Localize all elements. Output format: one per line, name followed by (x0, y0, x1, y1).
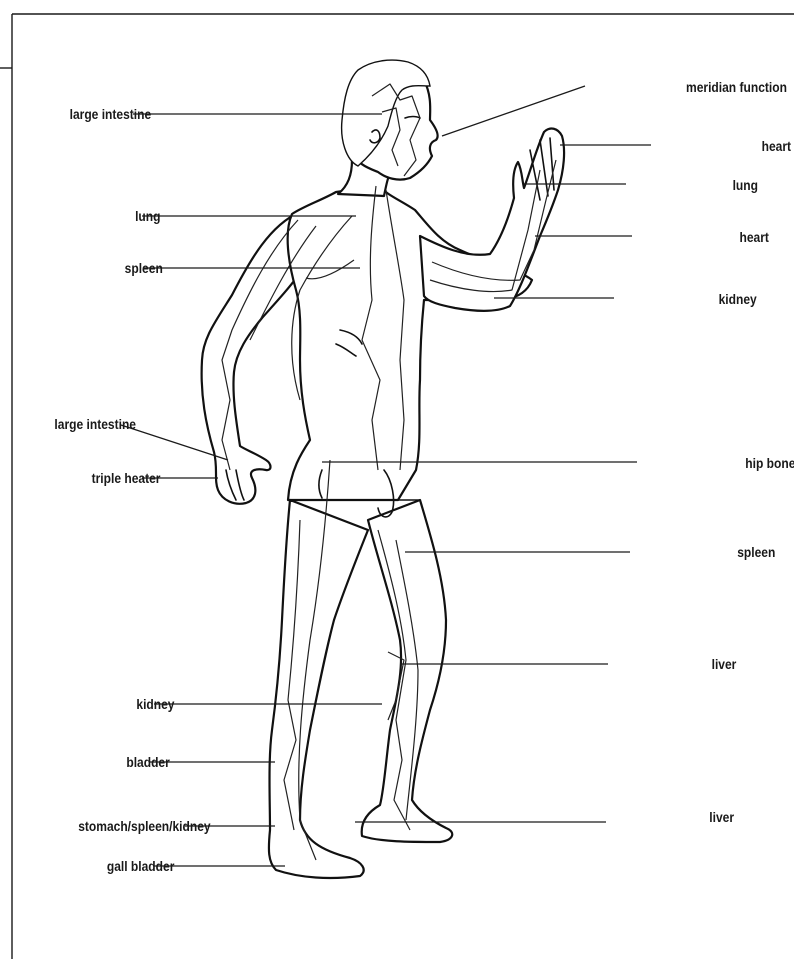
label-kidney-leg: kidney (136, 696, 175, 712)
label-lung-chest: lung (135, 208, 160, 224)
label-gall-bladder: gall bladder (107, 858, 175, 874)
label-heart-protector: heart protector (762, 138, 794, 154)
label-large-intestine-head: large intestine (70, 106, 152, 122)
torso (288, 186, 532, 500)
label-hip-bone: hip bone (745, 455, 794, 471)
label-lung-hand: lung (733, 177, 758, 193)
left-arm (202, 212, 302, 504)
label-liver-knee: liver (712, 656, 737, 672)
label-liver-foot: liver (709, 809, 734, 825)
label-spleen-chest: spleen (125, 260, 163, 276)
label-heart: heart (740, 229, 770, 245)
label-triple-heater: triple heater (92, 470, 161, 486)
front-leg (362, 500, 453, 842)
labels: meridian function large intestine heart … (54, 79, 794, 874)
label-spleen-leg: spleen (737, 544, 775, 560)
label-meridian-function: meridian function (686, 79, 787, 95)
back-leg (269, 500, 368, 878)
label-bladder: bladder (126, 754, 169, 770)
label-large-intestine-wrist: large intestine (54, 416, 136, 432)
label-stomach-spleen-kidney: stomach/spleen/kidney (78, 818, 211, 834)
label-kidney-arm: kidney (719, 291, 758, 307)
human-figure (202, 60, 564, 878)
